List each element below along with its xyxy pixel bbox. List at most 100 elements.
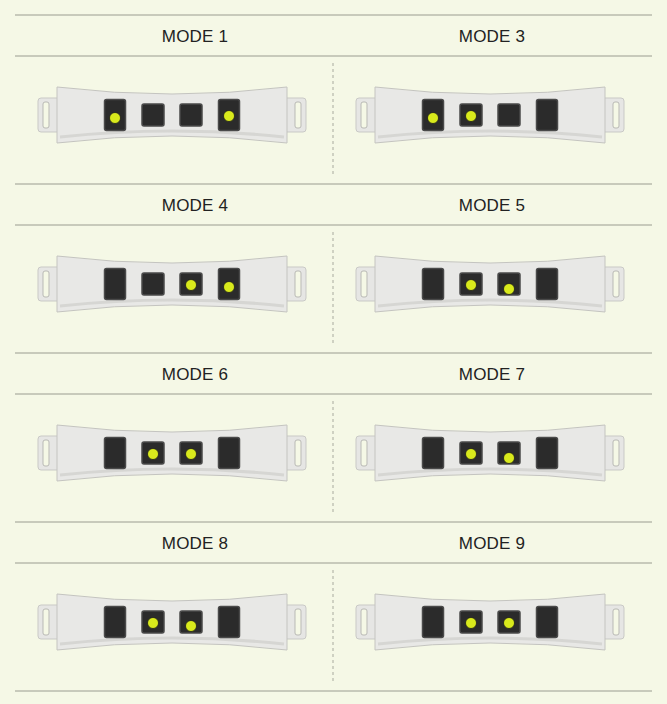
active-dot: [466, 280, 477, 291]
sensor-pad: [105, 100, 126, 131]
sensor-pad: [219, 100, 240, 131]
active-dot: [224, 111, 235, 122]
sensor-pad: [498, 611, 520, 633]
active-dot: [148, 449, 159, 460]
strap-body: [375, 425, 605, 481]
sensor-pad: [180, 104, 202, 126]
dashed-divider: [333, 401, 334, 515]
divider-line: [15, 563, 652, 564]
mode-heading: MODE 4: [162, 196, 228, 216]
tab-slot: [361, 102, 367, 128]
divider-line: [15, 353, 652, 354]
strap-shade: [378, 469, 602, 475]
sensor-pad: [180, 442, 202, 464]
sensor-pad: [537, 100, 558, 131]
sensor-pad: [105, 438, 126, 469]
strap-device: [38, 425, 306, 481]
active-dot: [186, 621, 197, 632]
sensor-pad: [498, 442, 520, 464]
strap-shade: [60, 638, 284, 644]
strap-shade: [60, 300, 284, 306]
strap-body: [375, 87, 605, 143]
strap-device: [38, 256, 306, 312]
active-dot: [224, 282, 235, 293]
strap-shade: [378, 131, 602, 137]
active-dot: [466, 449, 477, 460]
strap-shade: [378, 300, 602, 306]
strap-device: [356, 425, 624, 481]
tab-slot: [295, 609, 301, 635]
sensor-pad: [537, 269, 558, 300]
active-dot: [186, 449, 197, 460]
tab-slot: [295, 271, 301, 297]
active-dot: [504, 618, 515, 629]
tab-slot: [613, 271, 619, 297]
divider-line: [15, 522, 652, 523]
sensor-pad: [142, 104, 164, 126]
strap-body: [57, 425, 287, 481]
sensor-pad: [460, 442, 482, 464]
tab-slot: [43, 609, 49, 635]
strap-shade: [60, 131, 284, 137]
sensor-pad: [219, 607, 240, 638]
tab-slot: [361, 440, 367, 466]
active-dot: [186, 280, 197, 291]
divider-line: [15, 394, 652, 395]
strap-device: [38, 87, 306, 143]
strap-body: [57, 87, 287, 143]
sensor-pad: [460, 611, 482, 633]
divider-line: [15, 691, 652, 692]
tab-slot: [295, 102, 301, 128]
tab-slot: [43, 102, 49, 128]
sensor-pad: [105, 269, 126, 300]
sensor-pad: [423, 100, 444, 131]
sensor-pad: [498, 104, 520, 126]
sensor-pad: [180, 273, 202, 295]
divider-line: [15, 184, 652, 185]
dashed-divider: [333, 63, 334, 177]
sensor-pad: [423, 607, 444, 638]
sensor-pad: [460, 104, 482, 126]
tab-slot: [43, 271, 49, 297]
mode-heading: MODE 9: [459, 534, 525, 554]
mode-heading: MODE 5: [459, 196, 525, 216]
tab-slot: [613, 609, 619, 635]
tab-slot: [361, 271, 367, 297]
active-dot: [504, 453, 515, 464]
strap-body: [375, 594, 605, 650]
mode-heading: MODE 3: [459, 27, 525, 47]
divider-line: [15, 225, 652, 226]
sensor-pad: [498, 273, 520, 295]
dashed-divider: [333, 232, 334, 346]
tab-slot: [295, 440, 301, 466]
tab-slot: [613, 102, 619, 128]
strap-body: [375, 256, 605, 312]
tab-slot: [43, 440, 49, 466]
sensor-pad: [460, 273, 482, 295]
dashed-divider: [333, 570, 334, 684]
strap-device: [356, 87, 624, 143]
sensor-pad: [537, 438, 558, 469]
strap-shade: [378, 638, 602, 644]
active-dot: [110, 113, 121, 124]
mode-heading: MODE 7: [459, 365, 525, 385]
mode-heading: MODE 1: [162, 27, 228, 47]
divider-line: [15, 56, 652, 57]
sensor-pad: [142, 273, 164, 295]
tab-slot: [613, 440, 619, 466]
sensor-pad: [219, 269, 240, 300]
sensor-pad: [423, 269, 444, 300]
sensor-pad: [537, 607, 558, 638]
sensor-pad: [423, 438, 444, 469]
strap-device: [38, 594, 306, 650]
strap-device: [356, 594, 624, 650]
active-dot: [428, 113, 439, 124]
active-dot: [466, 111, 477, 122]
strap-body: [57, 594, 287, 650]
sensor-pad: [105, 607, 126, 638]
divider-line: [15, 15, 652, 16]
mode-heading: MODE 8: [162, 534, 228, 554]
tab-slot: [361, 609, 367, 635]
sensor-pad: [142, 611, 164, 633]
